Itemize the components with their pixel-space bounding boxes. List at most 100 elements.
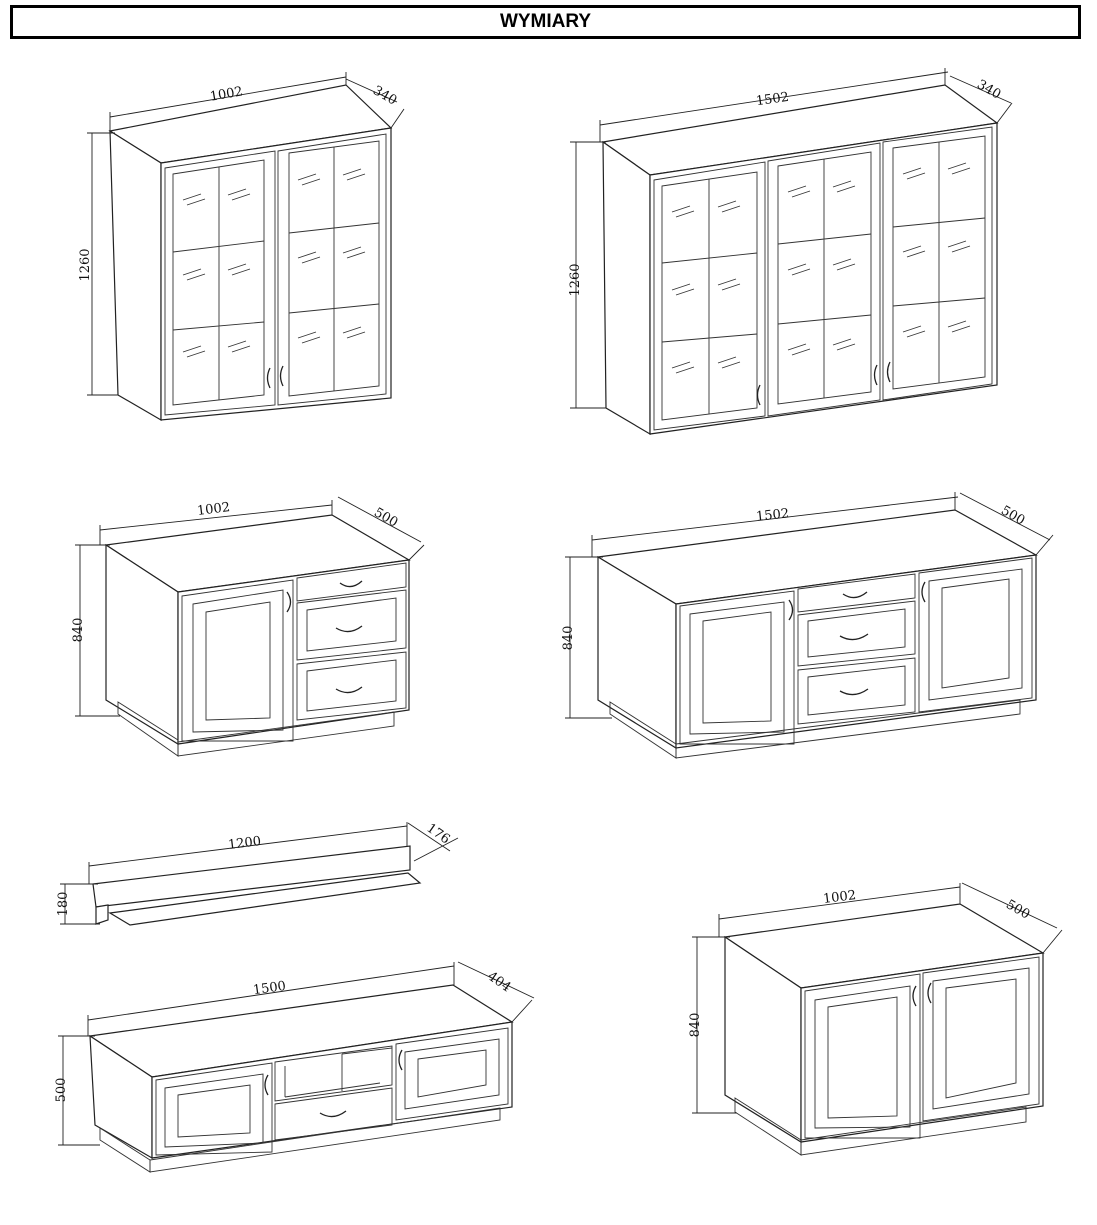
handle-icon — [756, 361, 891, 406]
dimension-lines — [60, 822, 459, 925]
drawer-1 — [296, 562, 407, 602]
dimension-lines — [570, 68, 1013, 409]
width-label: 1502 — [755, 90, 790, 109]
handle-icon — [788, 581, 926, 696]
handle-icon — [266, 365, 284, 389]
door-left — [804, 973, 921, 1139]
page-title: WYMIARY — [10, 5, 1081, 39]
glass-reflection-marks — [671, 162, 971, 374]
door-panel — [192, 589, 284, 733]
height-label: 1260 — [78, 248, 93, 281]
dimension-lines — [692, 882, 1063, 1114]
shelf-bracket — [95, 904, 109, 925]
door-right — [882, 126, 993, 401]
dimension-lines — [87, 72, 405, 396]
cabinet-front — [177, 559, 410, 745]
unit-dresser-2-door-3-drawers — [565, 492, 1054, 759]
door-right — [395, 1027, 509, 1121]
cabinet-front — [675, 554, 1037, 749]
drawer-2 — [296, 589, 407, 661]
door-left — [653, 161, 766, 431]
unit-vitrine-2-door — [87, 72, 405, 422]
cabinet-front — [800, 952, 1044, 1143]
shelf-back-board — [92, 845, 411, 908]
unit-dresser-1-door-3-drawers — [75, 496, 425, 757]
cabinet-side — [602, 140, 651, 436]
dimension-lines — [58, 961, 535, 1146]
width-label: 1002 — [822, 888, 857, 907]
door-left-panel — [814, 985, 911, 1129]
open-niche — [274, 1045, 393, 1102]
door-left — [164, 150, 276, 416]
door-left-panel — [689, 601, 785, 735]
dimension-lines — [565, 492, 1054, 719]
door-right — [277, 133, 387, 406]
door-left-inner — [827, 996, 898, 1119]
glass-frame-left — [172, 159, 265, 406]
height-label: 840 — [688, 1013, 703, 1038]
depth-label: 340 — [370, 83, 399, 108]
handle-icon — [286, 580, 363, 694]
drawer-2-panel — [306, 597, 397, 652]
width-label: 1500 — [252, 979, 287, 998]
width-label: 1200 — [227, 834, 262, 853]
glass-frame-right — [892, 135, 986, 390]
plinth-front — [800, 1106, 1027, 1156]
height-label: 840 — [561, 626, 576, 651]
unit-vitrine-3-door — [570, 68, 1013, 436]
door-right-inner — [941, 578, 1010, 689]
drawer-3-panel — [807, 665, 906, 716]
door-right-inner — [945, 978, 1017, 1099]
door-right — [922, 956, 1040, 1122]
cabinet-side — [109, 129, 162, 422]
glass-reflection-marks — [182, 168, 366, 358]
cabinet-front — [649, 122, 998, 435]
plinth-front — [149, 1107, 501, 1173]
door-left — [679, 590, 795, 745]
door-panel-inner — [205, 601, 271, 721]
cabinet-front — [160, 127, 392, 421]
niche-inner-lines — [284, 1047, 393, 1098]
height-label: 180 — [56, 892, 71, 917]
glass-muntins — [661, 142, 986, 414]
depth-label: 500 — [998, 503, 1027, 528]
door-left — [155, 1062, 273, 1156]
plinth-front — [177, 711, 395, 757]
width-label: 1002 — [209, 84, 244, 105]
width-label: 1002 — [196, 500, 231, 519]
handle-icon — [912, 982, 932, 1007]
door-right-panel — [404, 1038, 500, 1110]
drawer-2 — [797, 600, 916, 667]
door-left-inner — [177, 1084, 251, 1138]
drawer — [274, 1087, 393, 1141]
door-right-panel — [932, 967, 1030, 1110]
height-label: 500 — [54, 1078, 69, 1103]
door-frame — [181, 579, 294, 742]
door-left-inner — [702, 611, 772, 724]
width-label: 1502 — [755, 506, 789, 524]
handle-icon — [264, 1049, 403, 1118]
unit-wall-shelf — [60, 822, 459, 926]
unit-cabinet-2-door — [692, 882, 1063, 1156]
depth-label: 340 — [974, 77, 1003, 102]
unit-tv-stand — [58, 961, 535, 1173]
height-label: 1260 — [568, 263, 583, 296]
drawer-3-panel — [306, 659, 397, 712]
door-left-panel — [164, 1073, 264, 1148]
drawer-1 — [797, 573, 916, 613]
depth-label: 500 — [1003, 897, 1032, 922]
door-right-inner — [417, 1049, 487, 1098]
height-label: 840 — [71, 618, 86, 643]
door-middle — [767, 142, 881, 417]
drawer-3 — [797, 657, 916, 725]
plinth-front — [675, 699, 1021, 759]
glass-muntins — [172, 147, 380, 400]
door-right-panel — [928, 568, 1023, 701]
glass-frame-middle — [777, 151, 872, 405]
glass-frame-right — [288, 140, 380, 397]
depth-label: 500 — [371, 505, 400, 530]
drawer-2-panel — [807, 608, 906, 658]
shelf-board — [108, 872, 422, 926]
dimension-lines — [75, 496, 425, 717]
